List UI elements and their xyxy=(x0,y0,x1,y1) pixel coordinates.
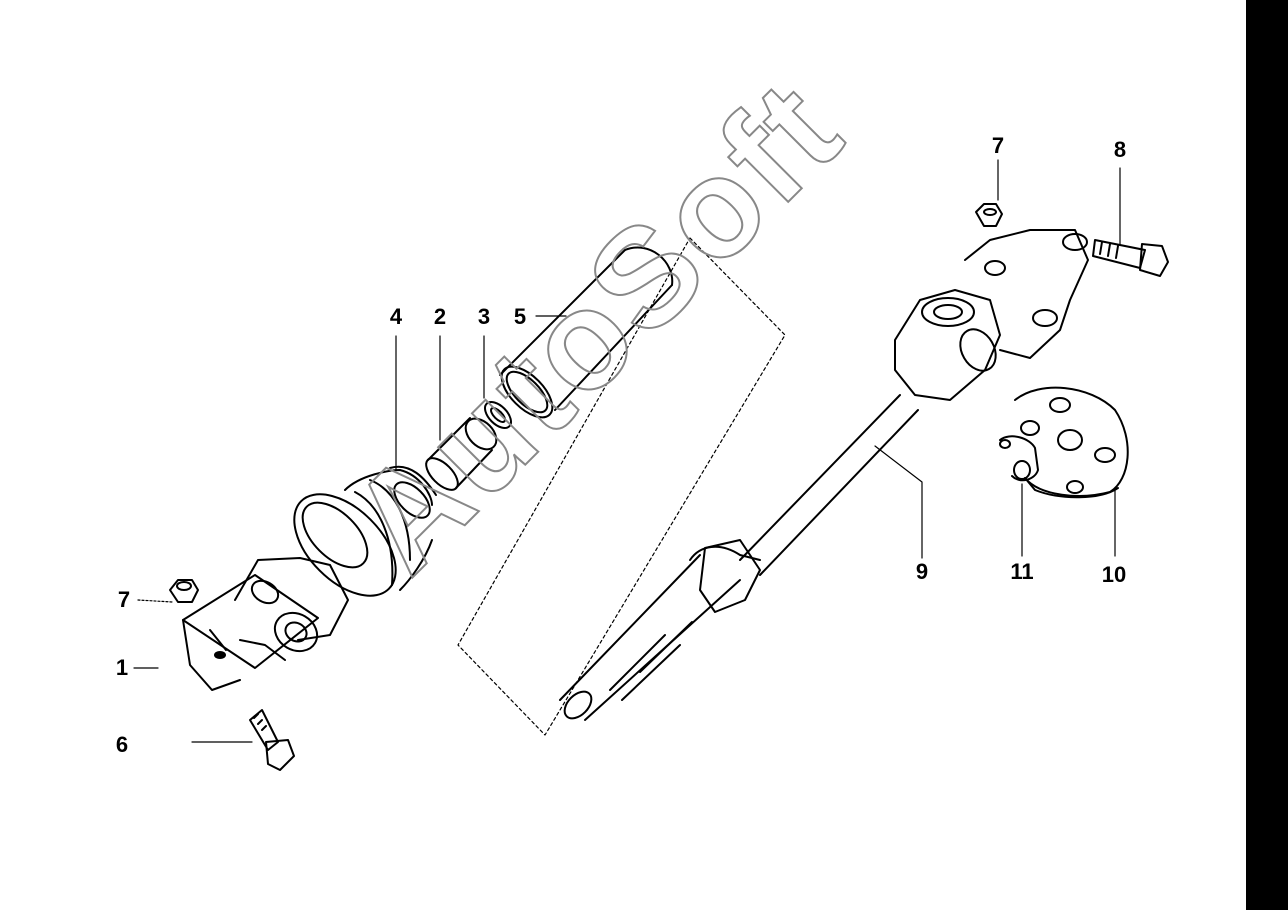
watermark: AutoSoft xyxy=(320,50,871,601)
callout-9: 9 xyxy=(915,559,929,584)
callout-5: 5 xyxy=(513,304,527,329)
callout-8: 8 xyxy=(1113,137,1127,162)
callout-4: 4 xyxy=(389,304,403,329)
callout-6: 6 xyxy=(115,732,129,757)
leader-lines xyxy=(133,159,1121,743)
part-10-flexible-disc xyxy=(1014,386,1129,499)
callout-7-right: 7 xyxy=(991,133,1005,158)
callout-2: 2 xyxy=(433,304,447,329)
right-edge-bar xyxy=(1246,0,1288,910)
part-11-clip xyxy=(999,435,1039,482)
part-4-rubber-boot xyxy=(293,465,437,597)
part-9-steering-shaft xyxy=(559,289,1001,721)
part-2-bushing xyxy=(425,417,498,491)
callout-10: 10 xyxy=(1101,562,1127,587)
callout-3: 3 xyxy=(477,304,491,329)
flange-coupling xyxy=(964,229,1089,359)
part-7-nut-right xyxy=(975,203,1003,227)
callout-1: 1 xyxy=(115,655,129,680)
part-1-universal-joint xyxy=(182,557,349,691)
assembly-dashed-outline xyxy=(457,237,786,736)
part-7-nut-left xyxy=(169,579,199,603)
callout-11: 11 xyxy=(1010,559,1034,584)
part-3-washer xyxy=(484,401,512,429)
part-5-sleeve-tube xyxy=(499,246,674,419)
callout-7-left: 7 xyxy=(117,587,131,612)
part-8-bolt xyxy=(1092,239,1169,277)
part-6-bolt xyxy=(249,709,295,771)
